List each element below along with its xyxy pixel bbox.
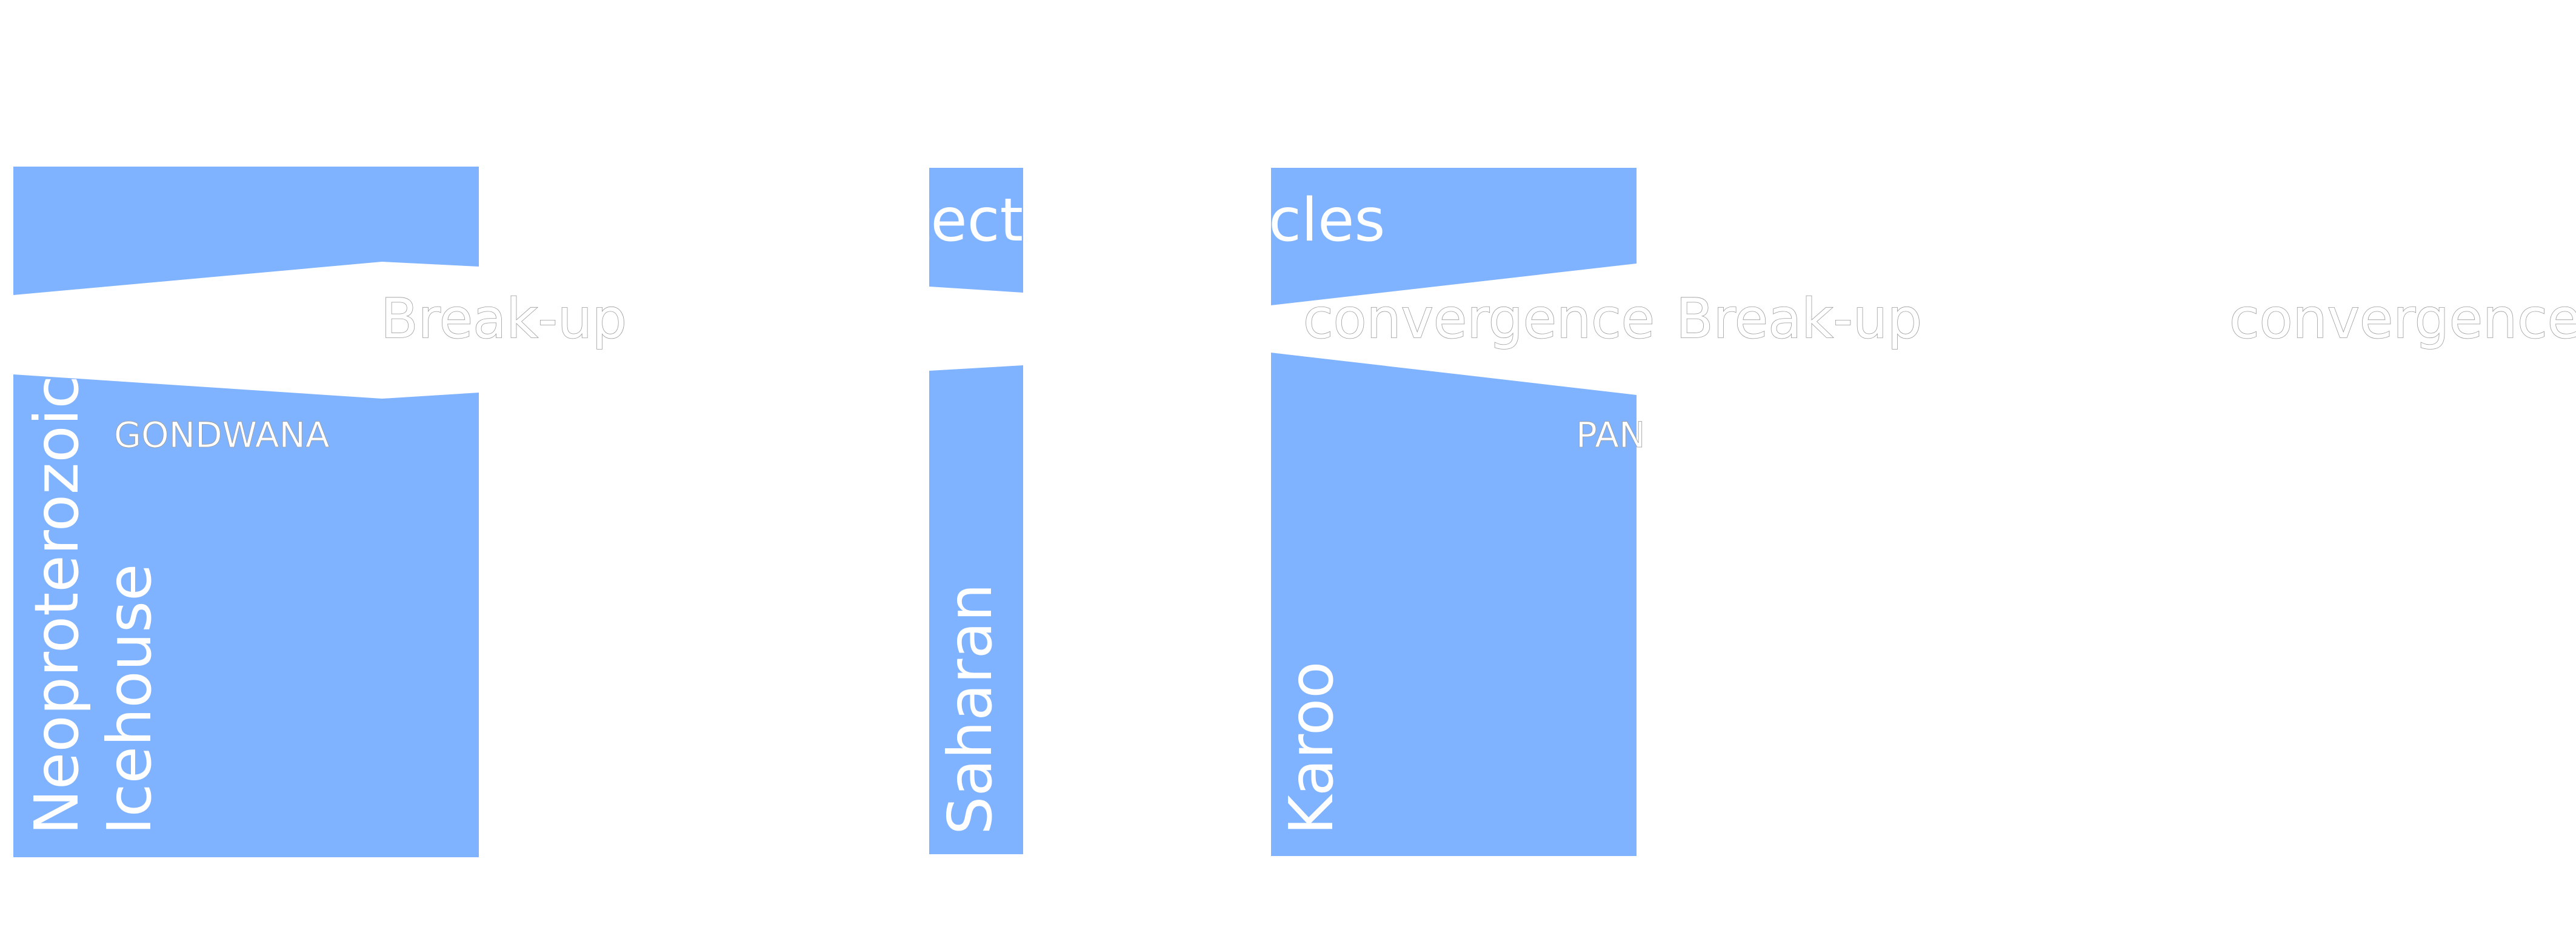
karoo-column-body [1271, 353, 1637, 856]
karoo-label: Karoo [1276, 662, 1347, 835]
title-fragment-left: tect [907, 186, 1023, 255]
karoo-column-top [1271, 168, 1637, 305]
neoproterozoic-label: Neoproterozoic [21, 376, 92, 835]
neoproterozoic-column-top [13, 167, 479, 295]
gondwana-label: GONDWANA [114, 414, 330, 456]
saharan-column-top [929, 168, 1023, 293]
pangaea-label: PAN [1576, 414, 1645, 456]
neoproterozoic-column-body [13, 374, 479, 857]
break-up-label: Break-up [1676, 287, 1922, 351]
title-fragment-right: cles [1269, 186, 1385, 255]
convergence-label: convergence [2229, 287, 2576, 351]
saharan-label: Saharan [935, 583, 1006, 835]
break-up-label: Break-up [381, 287, 627, 351]
icehouse-label: Icehouse [94, 563, 165, 835]
saharan-column-body [929, 365, 1023, 854]
convergence-label: convergence [1303, 287, 1655, 351]
